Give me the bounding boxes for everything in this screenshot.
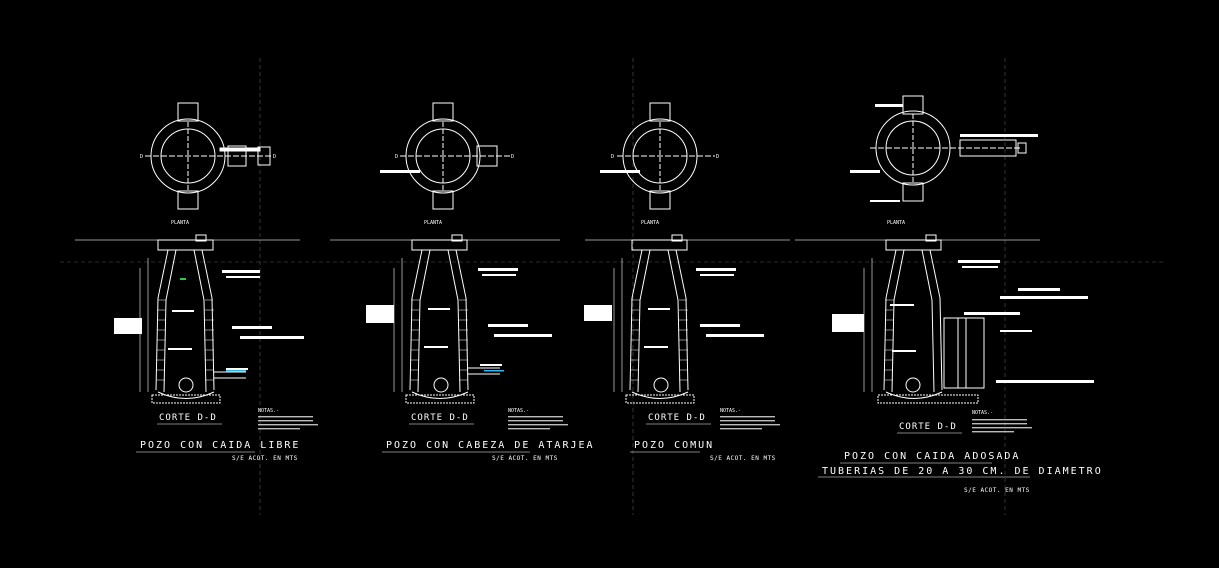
detail-title: POZO CON CAIDA ADOSADA — [844, 451, 1020, 462]
notes-lines — [972, 419, 1032, 433]
section-marker-left: D — [611, 154, 614, 160]
notes-lines — [508, 416, 568, 430]
detail-pozo-cabeza-atarjea: D D PLANTA — [366, 102, 595, 462]
plan-view — [870, 95, 1027, 202]
detail-pozo-caida-libre: D D PLANTA — [114, 102, 318, 462]
plan-view — [617, 102, 715, 210]
notes-heading: NOTAS.- — [258, 408, 279, 414]
callouts — [832, 260, 1094, 383]
callouts — [584, 268, 764, 348]
detail-pozo-comun: D D PLANTA — [584, 102, 780, 462]
plan-label: PLANTA — [887, 220, 905, 226]
callouts-plan — [600, 170, 640, 173]
detail-title: POZO COMUN — [634, 440, 714, 451]
detail-pozo-caida-adosada: PLANTA — [818, 95, 1103, 494]
scale-note: S/E ACOT. EN MTS — [232, 455, 298, 462]
plan-view — [145, 102, 272, 210]
section-marker-left: D — [395, 154, 398, 160]
section-view — [863, 234, 985, 404]
section-label: CORTE D-D — [899, 422, 957, 432]
plan-label: PLANTA — [424, 220, 442, 226]
callouts-plan — [380, 170, 420, 173]
scale-note: S/E ACOT. EN MTS — [710, 455, 776, 462]
section-view — [139, 234, 246, 404]
section-marker-right: D — [511, 154, 514, 160]
notes-heading: NOTAS.- — [720, 408, 741, 414]
notes-heading: NOTAS.- — [508, 408, 529, 414]
scale-note: S/E ACOT. EN MTS — [964, 487, 1030, 494]
callouts-plan — [850, 104, 1038, 202]
detail-subtitle: TUBERIAS DE 20 A 30 CM. DE DIAMETRO — [822, 466, 1103, 477]
plan-label: PLANTA — [641, 220, 659, 226]
detail-title: POZO CON CAIDA LIBRE — [140, 440, 300, 451]
plan-label: PLANTA — [171, 220, 189, 226]
notes-lines — [258, 416, 318, 430]
section-label: CORTE D-D — [648, 413, 706, 423]
section-label: CORTE D-D — [411, 413, 469, 423]
notes-lines — [720, 416, 780, 430]
detail-title: POZO CON CABEZA DE ATARJEA — [386, 440, 595, 451]
section-view — [613, 234, 695, 404]
notes-heading: NOTAS.- — [972, 410, 993, 416]
scale-note: S/E ACOT. EN MTS — [492, 455, 558, 462]
section-view — [393, 234, 500, 404]
section-marker-right: D — [273, 154, 276, 160]
section-label: CORTE D-D — [159, 413, 217, 423]
section-marker-right: D — [716, 154, 719, 160]
section-marker-left: D — [140, 154, 143, 160]
callouts — [366, 268, 552, 372]
callouts — [114, 270, 304, 372]
plan-view — [400, 102, 510, 210]
